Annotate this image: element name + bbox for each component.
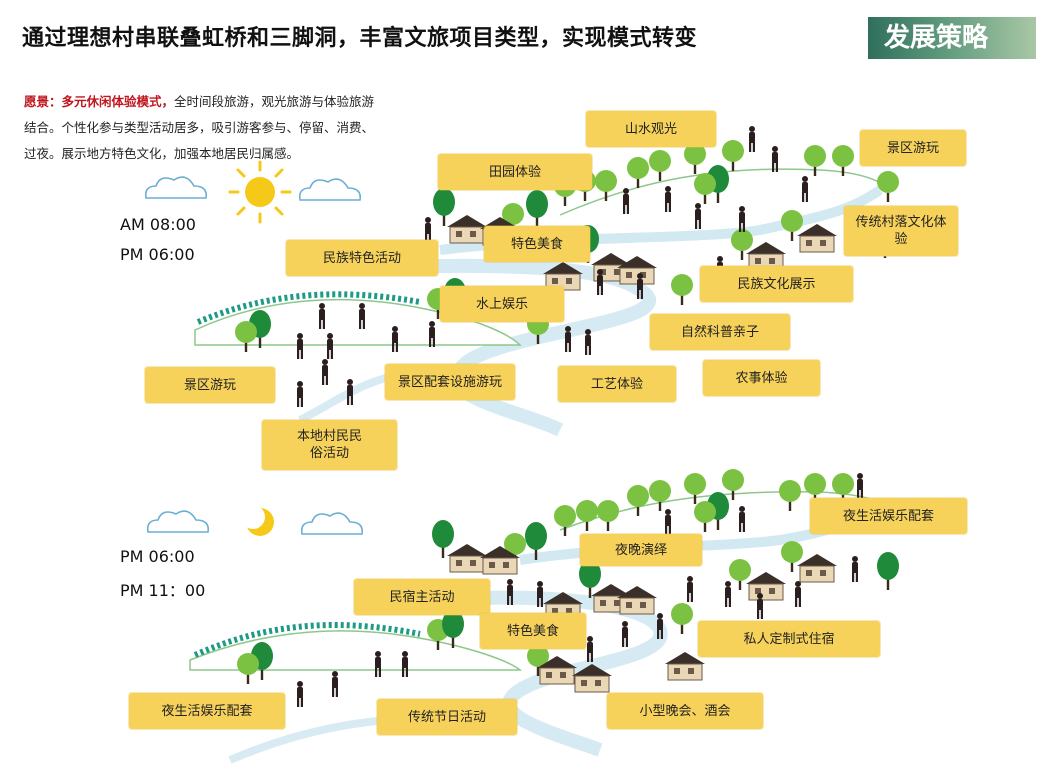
moon-icon (241, 505, 274, 536)
day-label: 景区游玩 (860, 130, 966, 166)
night-start-time: PM 06:00 (120, 547, 195, 566)
cloud-icon (298, 178, 362, 201)
day-label: 山水观光 (586, 111, 716, 147)
vision-text: 全时间段旅游，观光旅游与体验旅游结合。个性化参与类型活动居多，吸引游客参与、停留… (24, 94, 375, 161)
cloud-icon (300, 512, 364, 535)
day-label: 民族特色活动 (286, 240, 438, 276)
vision-description: 愿景：多元休闲体验模式，全时间段旅游，观光旅游与体验旅游结合。个性化参与类型活动… (24, 89, 386, 167)
day-label: 本地村民民俗活动 (262, 420, 397, 470)
section-badge: 发展策略 (868, 17, 1036, 59)
sun-icon (228, 160, 292, 224)
day-label: 特色美食 (484, 226, 590, 262)
night-end-time: PM 11：00 (120, 581, 206, 600)
day-label: 传统村落文化体验 (844, 206, 958, 256)
day-label: 自然科普亲子 (650, 314, 790, 350)
day-label: 水上娱乐 (440, 286, 564, 322)
vision-lead: 愿景：多元休闲体验模式， (24, 94, 175, 109)
cloud-icon (146, 510, 210, 533)
day-label: 农事体验 (703, 360, 820, 396)
day-start-time: AM 08:00 (120, 215, 196, 234)
day-end-time: PM 06:00 (120, 245, 195, 264)
page-title: 通过理想村串联叠虹桥和三脚洞，丰富文旅项目类型，实现模式转变 (22, 26, 698, 51)
night-label: 小型晚会、酒会 (607, 693, 763, 729)
night-label: 民宿主活动 (354, 579, 490, 615)
day-label: 景区配套设施游玩 (385, 364, 515, 400)
night-label: 特色美食 (480, 613, 586, 649)
night-label: 夜生活娱乐配套 (129, 693, 285, 729)
day-label: 民族文化展示 (700, 266, 853, 302)
day-label: 景区游玩 (145, 367, 275, 403)
night-label: 传统节日活动 (377, 699, 517, 735)
day-label: 工艺体验 (558, 366, 676, 402)
cloud-icon (144, 176, 208, 199)
night-label: 私人定制式住宿 (698, 621, 880, 657)
night-label: 夜生活娱乐配套 (810, 498, 967, 534)
night-label: 夜晚演绎 (580, 534, 702, 566)
day-label: 田园体验 (438, 154, 592, 190)
